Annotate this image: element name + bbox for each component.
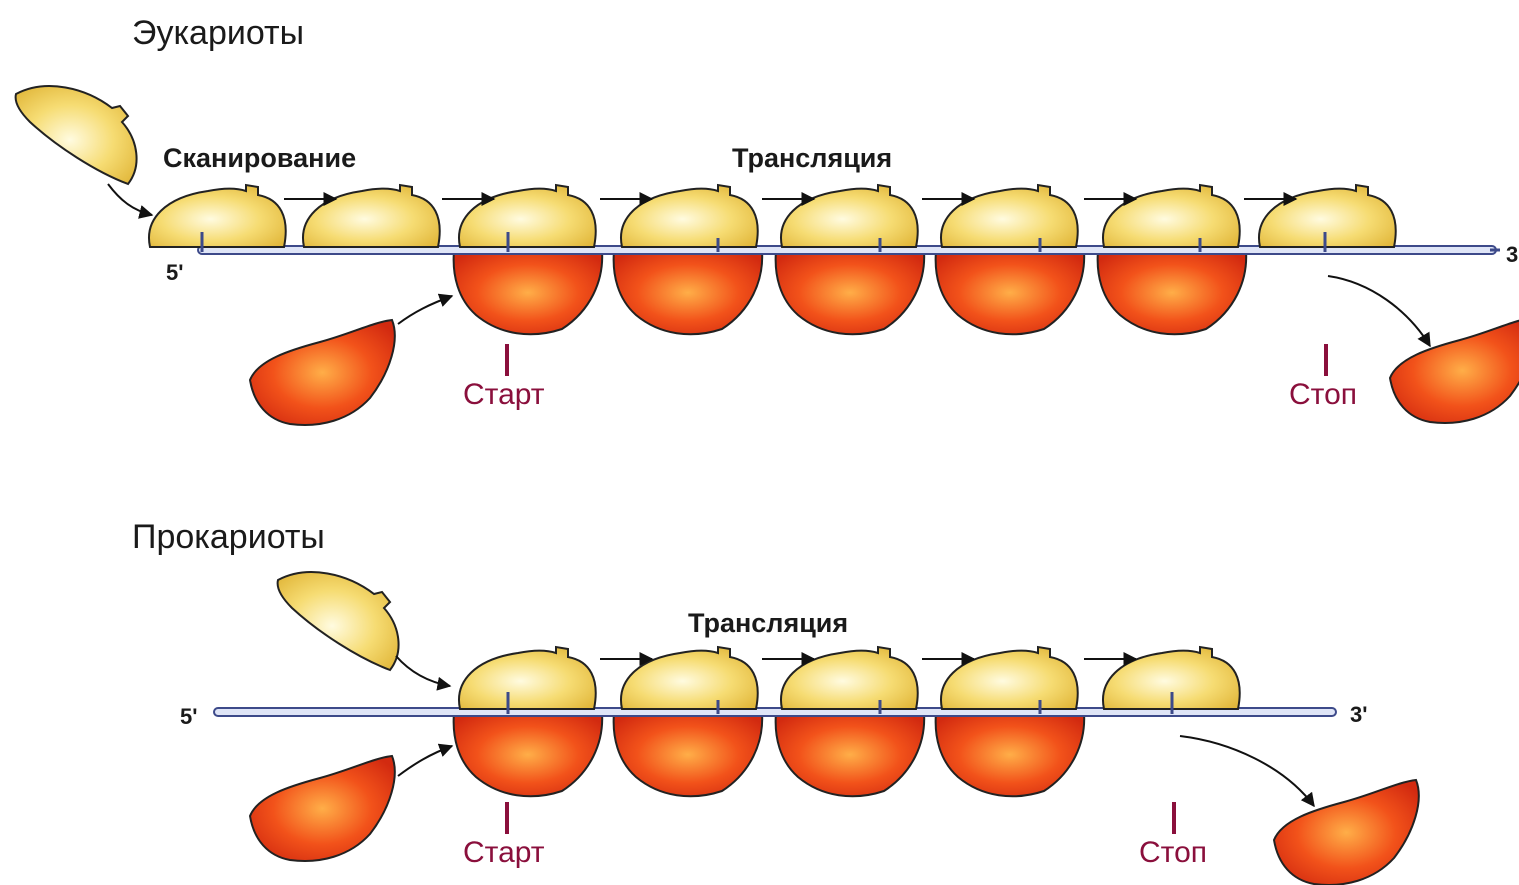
arrow-small-binding	[108, 184, 152, 215]
prokaryotes-stop-label: Стоп	[1139, 836, 1207, 869]
eukaryotes-title: Эукариоты	[132, 14, 304, 52]
eukaryotes-small-subunits	[149, 185, 1396, 247]
prokaryotes-start-label: Старт	[463, 836, 545, 869]
small-subunit	[149, 185, 286, 247]
prokaryotes-three-prime: 3'	[1350, 702, 1367, 727]
free-small-subunit	[278, 572, 399, 670]
free-large-subunit	[250, 320, 395, 425]
arrow-small-binding	[396, 656, 450, 686]
arrow-large-binding	[398, 746, 452, 776]
eukaryotes-five-prime: 5'	[166, 260, 183, 285]
prokaryotes-title: Прокариоты	[132, 518, 325, 556]
prokaryotes-five-prime: 5'	[180, 704, 197, 729]
arrow-release	[1328, 276, 1430, 346]
large-subunit	[454, 251, 603, 334]
small-subunit	[781, 647, 918, 709]
large-subunit	[454, 713, 603, 796]
large-subunit	[776, 713, 925, 796]
prokaryotes-translation-label: Трансляция	[688, 608, 848, 638]
free-small-subunit	[16, 86, 137, 184]
small-subunit	[459, 647, 596, 709]
small-subunit	[1103, 185, 1240, 247]
large-subunit	[614, 251, 763, 334]
eukaryotes-start-label: Старт	[463, 378, 545, 411]
small-subunit	[459, 185, 596, 247]
small-subunit	[941, 185, 1078, 247]
small-subunit	[941, 647, 1078, 709]
prokaryotes-large-subunits	[454, 713, 1085, 796]
free-large-subunit	[250, 756, 395, 861]
large-subunit	[614, 713, 763, 796]
released-large-subunit	[1274, 780, 1419, 885]
released-large-subunit	[1390, 318, 1519, 423]
eukaryotes-large-subunits	[454, 251, 1247, 334]
small-subunit	[621, 647, 758, 709]
eukaryotes-three-prime: 3'	[1506, 242, 1519, 267]
small-subunit	[781, 185, 918, 247]
arrow-release	[1180, 736, 1314, 806]
prokaryotes-small-subunits	[459, 647, 1240, 709]
large-subunit	[936, 713, 1085, 796]
scanning-label: Сканирование	[163, 143, 356, 173]
eukaryotes-translation-label: Трансляция	[732, 143, 892, 173]
small-subunit	[621, 185, 758, 247]
large-subunit	[776, 251, 925, 334]
prokaryotes-panel: Прокариоты Трансляция 5' 3'	[132, 518, 1419, 885]
small-subunit	[1259, 185, 1396, 247]
large-subunit	[936, 251, 1085, 334]
arrow-large-binding	[398, 296, 452, 324]
large-subunit	[1098, 251, 1247, 334]
small-subunit	[303, 185, 440, 247]
eukaryotes-panel: Эукариоты Сканирование Трансляция 5' 3'	[16, 14, 1519, 425]
eukaryotes-stop-label: Стоп	[1289, 378, 1357, 411]
